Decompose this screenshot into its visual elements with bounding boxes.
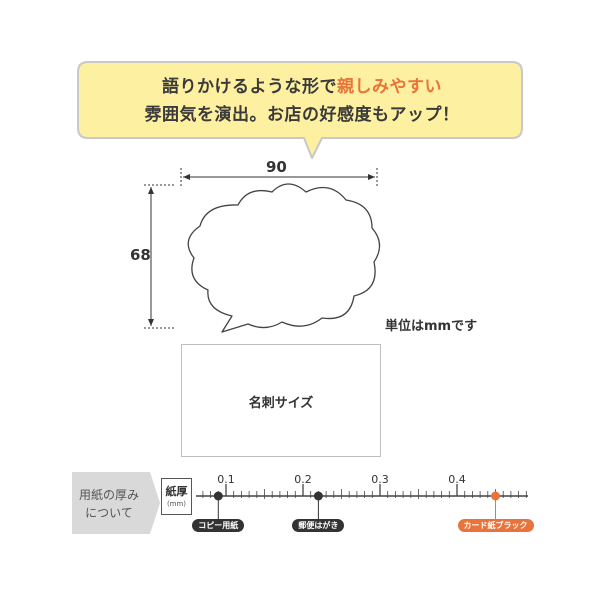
paper-thickness-label: 紙厚	[165, 485, 188, 498]
marker-tag: 郵便はがき	[292, 519, 345, 532]
ruler-tick-label: 0.4	[448, 473, 466, 486]
height-arrow-bottom	[148, 319, 154, 326]
thickness-tag-shape	[72, 472, 160, 534]
width-arrow-left	[183, 174, 190, 180]
marker-dot	[313, 491, 323, 501]
height-arrow-top	[148, 187, 154, 194]
height-label: 68	[130, 246, 151, 264]
speech-bubble-shape	[77, 61, 523, 159]
ruler-tick-label: 0.2	[294, 473, 312, 486]
headline-line-2: 雰囲気を演出。お店の好感度もアップ！	[144, 105, 460, 125]
paper-thickness-unit: (mm)	[166, 500, 187, 508]
thickness-tag	[72, 472, 160, 534]
width-label: 90	[266, 158, 287, 176]
cloud-shape	[187, 183, 381, 333]
ruler-tick-label: 0.3	[371, 473, 389, 486]
thickness-tag-line-1: 用紙の厚み	[78, 488, 139, 502]
business-card-outline: 名刺サイズ	[181, 344, 381, 457]
headline-line-1: 語りかけるような形で親しみやすい	[82, 72, 522, 97]
marker-dot	[213, 491, 223, 501]
thickness-tag-line-2: について	[85, 506, 133, 520]
width-arrow-right	[368, 174, 375, 180]
ruler-tick-label: 0.1	[217, 473, 235, 486]
unit-note: 単位はmmです	[385, 319, 478, 334]
business-card-label: 名刺サイズ	[248, 396, 314, 411]
marker-tag: カード紙ブラック	[457, 519, 534, 532]
headline-prefix: 語りかけるような形で	[162, 77, 337, 97]
marker-tag: コピー用紙	[192, 519, 245, 532]
marker-dot	[491, 491, 500, 501]
headline-accent: 親しみやすい	[337, 77, 442, 97]
paper-thickness-box: 紙厚 (mm)	[161, 478, 192, 515]
